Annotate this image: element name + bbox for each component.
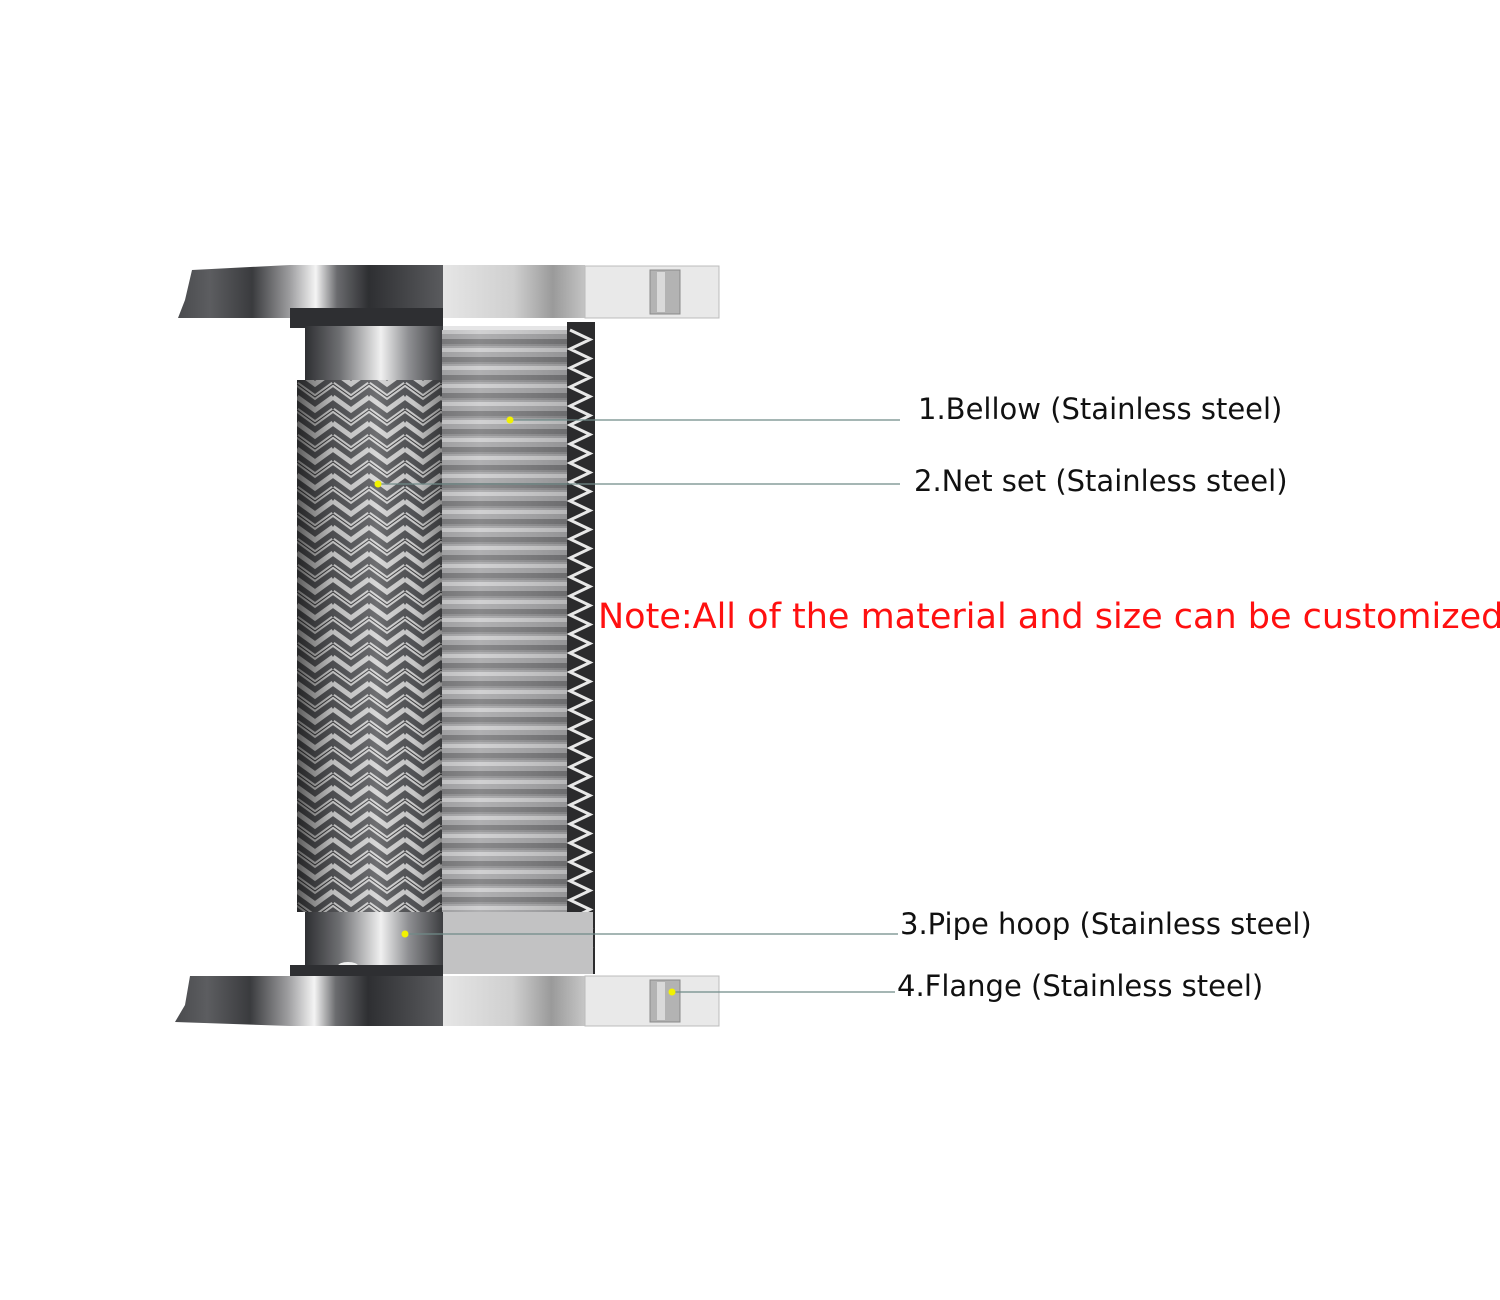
bottom-hoop-section (443, 912, 593, 974)
bottom-flange-body (175, 976, 443, 1026)
bellow-wall-profile (566, 328, 594, 968)
marker-dot-flange (668, 988, 676, 996)
customization-note: Note:All of the material and size can be… (598, 597, 1500, 637)
marker-dot-bellow (506, 416, 514, 424)
braid-shading (297, 380, 443, 912)
callout-label-net-set: 2.Net set (Stainless steel) (914, 464, 1288, 498)
marker-dot-pipe-hoop (401, 930, 409, 938)
top-flange-raised-face (290, 308, 443, 328)
marker-dot-net-set (374, 480, 382, 488)
bottom-flange (175, 965, 720, 1027)
bellow-section (442, 322, 595, 974)
bottom-pipe-hoop (305, 912, 593, 974)
bottom-flange-raised-face (290, 965, 443, 977)
net-set-braid (297, 380, 443, 912)
marker-dots (374, 416, 676, 996)
callout-label-flange: 4.Flange (Stainless steel) (897, 969, 1264, 1003)
callout-label-bellow: 1.Bellow (Stainless steel) (918, 392, 1283, 426)
callout-label-pipe-hoop: 3.Pipe hoop (Stainless steel) (900, 907, 1312, 941)
top-flange-body (178, 265, 443, 318)
top-hoop-outside (305, 326, 443, 384)
top-flange (178, 265, 720, 328)
bottom-hoop-outside (305, 912, 443, 974)
leader-lines (378, 419, 900, 993)
top-flange-section (443, 265, 600, 318)
bottom-flange-section (443, 976, 598, 1026)
